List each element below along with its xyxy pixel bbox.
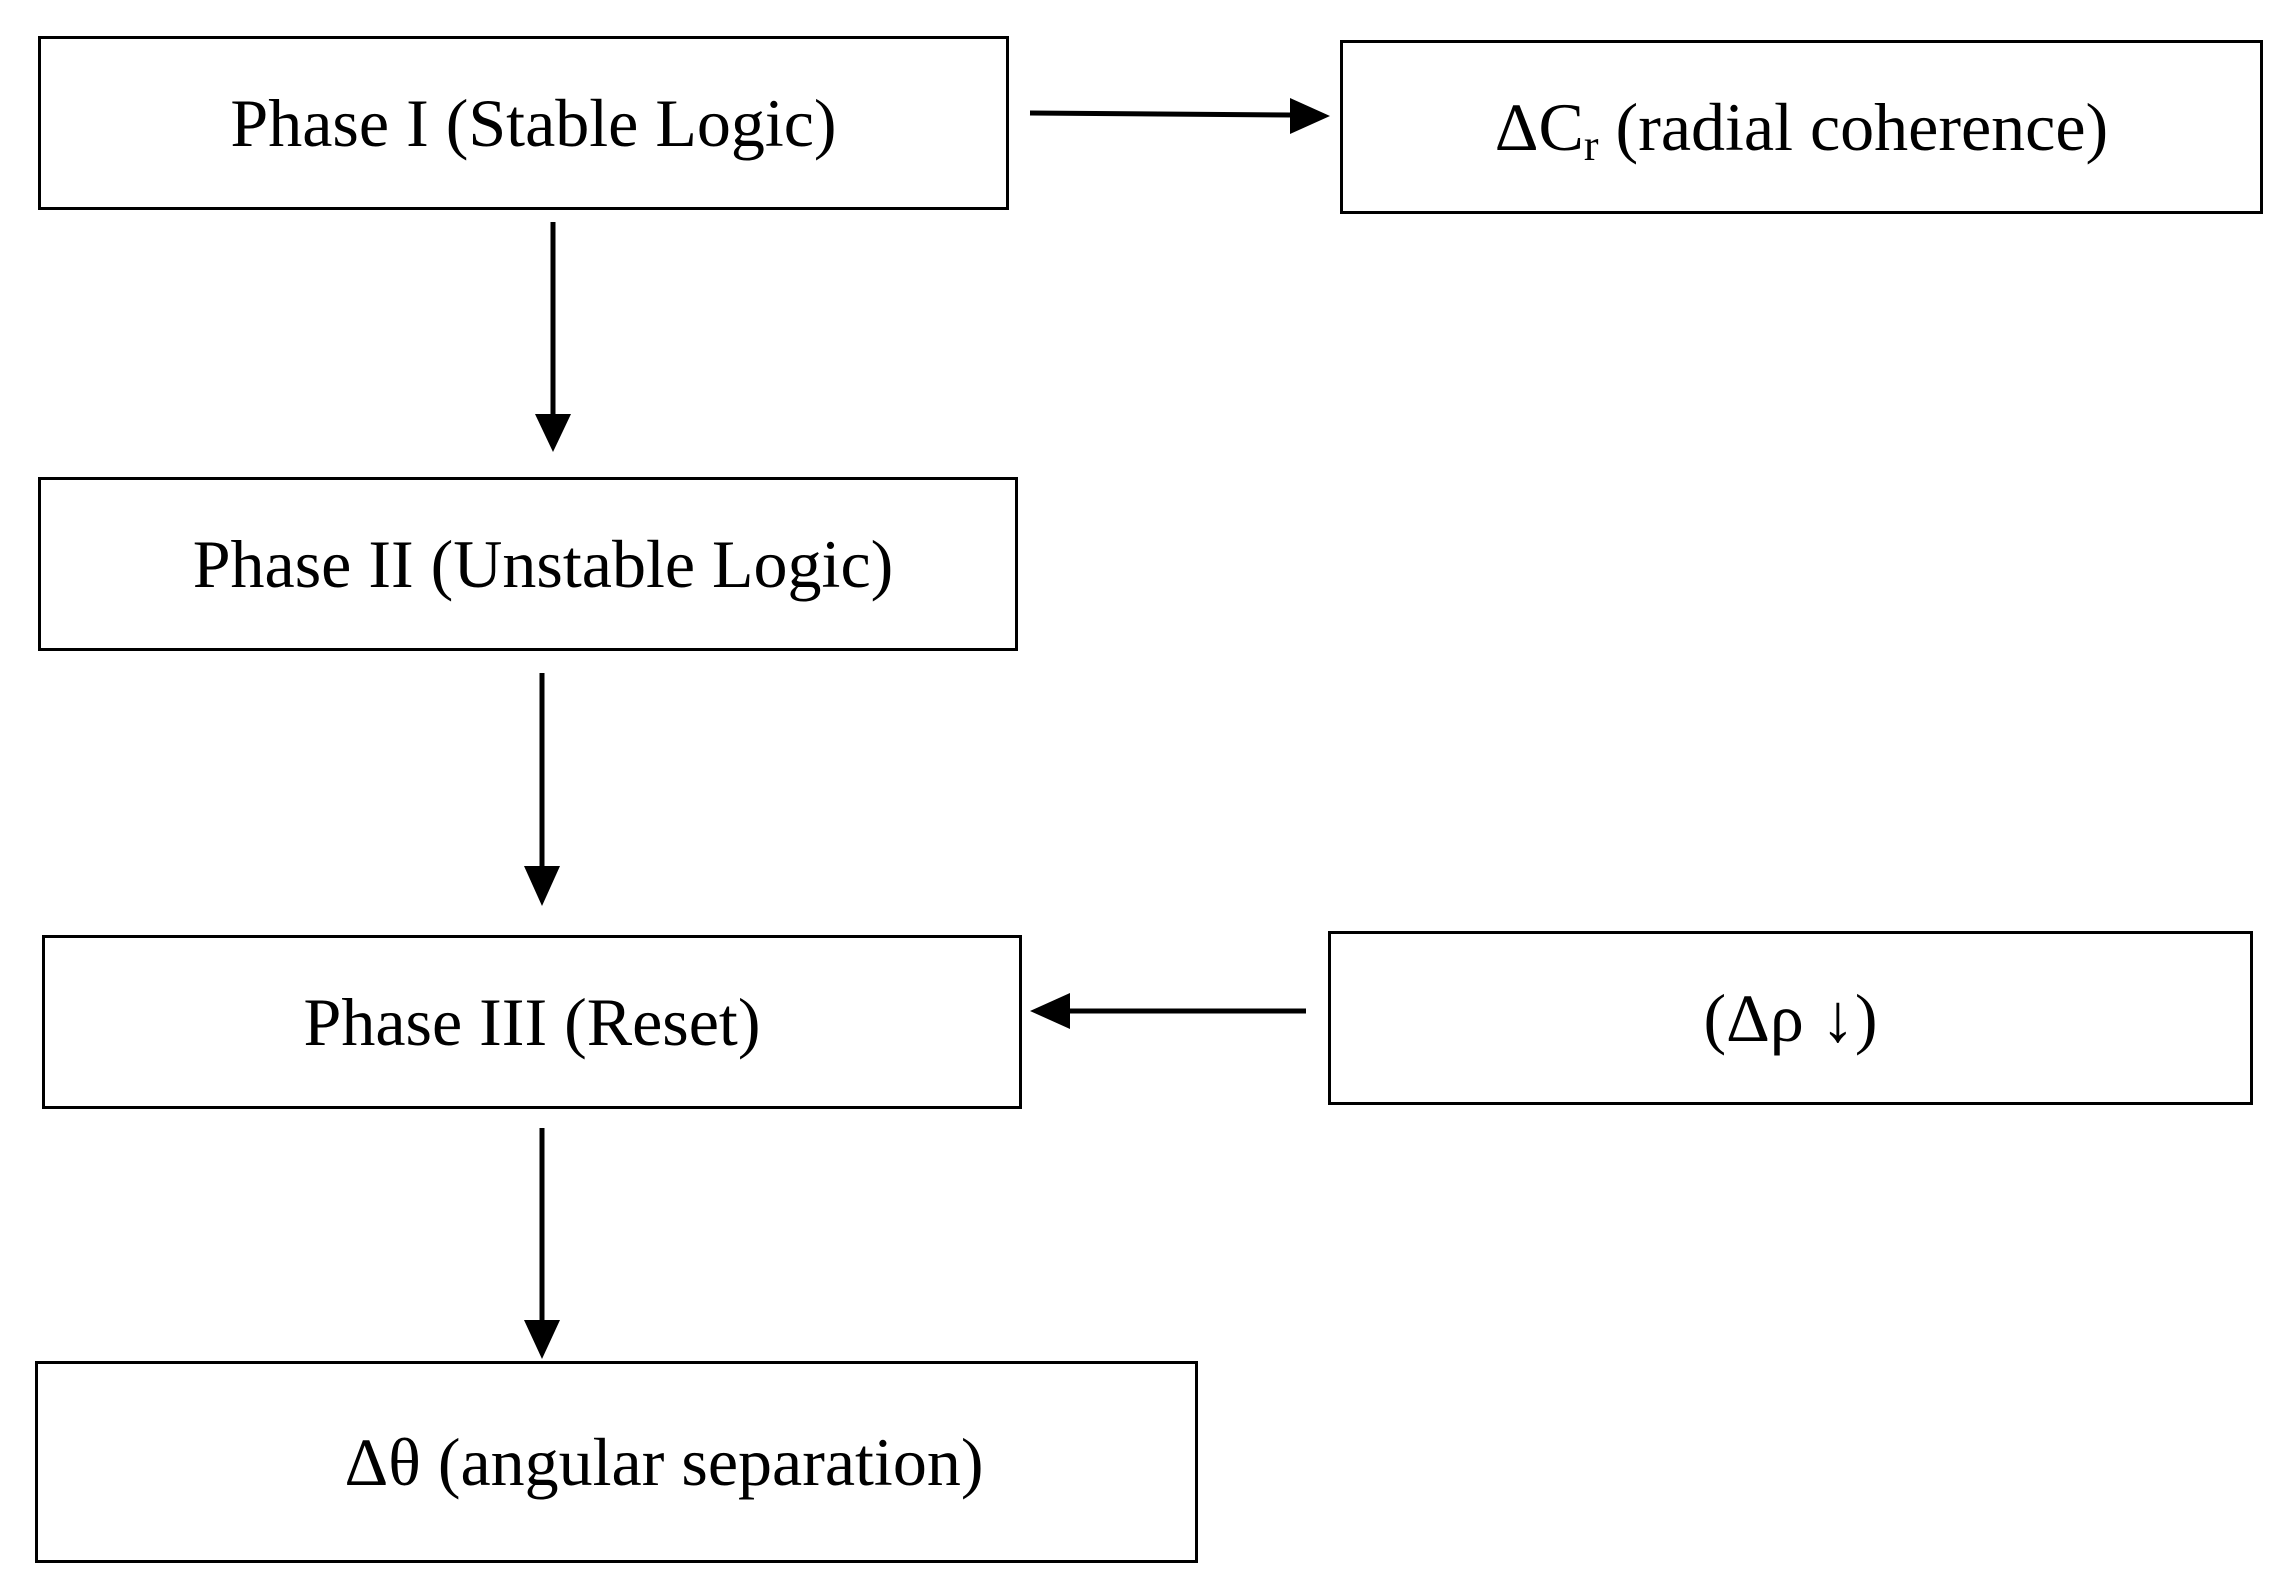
node-delta-theta: Δθ (angular separation): [35, 1361, 1198, 1563]
arrow-phase1-to-delta-cr: [1029, 98, 1330, 134]
radial-coherence-text: (radial coherence): [1598, 89, 2109, 165]
node-delta-cr: ΔCr (radial coherence): [1340, 40, 2263, 214]
subscript-r: r: [1583, 121, 1599, 170]
node-phase-2: Phase II (Unstable Logic): [38, 477, 1018, 651]
arrow-delta-rho-to-phase3: [1030, 993, 1306, 1029]
arrow-phase3-to-delta-theta: [524, 1128, 560, 1359]
arrow-phase2-to-phase3: [524, 673, 560, 906]
delta-c-symbol: ΔC: [1494, 89, 1584, 165]
node-phase-1: Phase I (Stable Logic): [38, 36, 1009, 210]
node-phase-3: Phase III (Reset): [42, 935, 1022, 1109]
node-phase-3-label: Phase III (Reset): [303, 984, 761, 1060]
node-delta-theta-label: Δθ (angular separation): [344, 1424, 984, 1500]
node-phase-1-label: Phase I (Stable Logic): [230, 85, 837, 161]
node-phase-2-label: Phase II (Unstable Logic): [192, 526, 894, 602]
node-delta-rho: (Δρ ↓): [1328, 931, 2253, 1105]
node-delta-cr-label: ΔCr (radial coherence): [1495, 93, 2108, 168]
node-delta-rho-label: (Δρ ↓): [1703, 980, 1878, 1056]
arrow-phase1-to-phase2: [535, 222, 571, 452]
